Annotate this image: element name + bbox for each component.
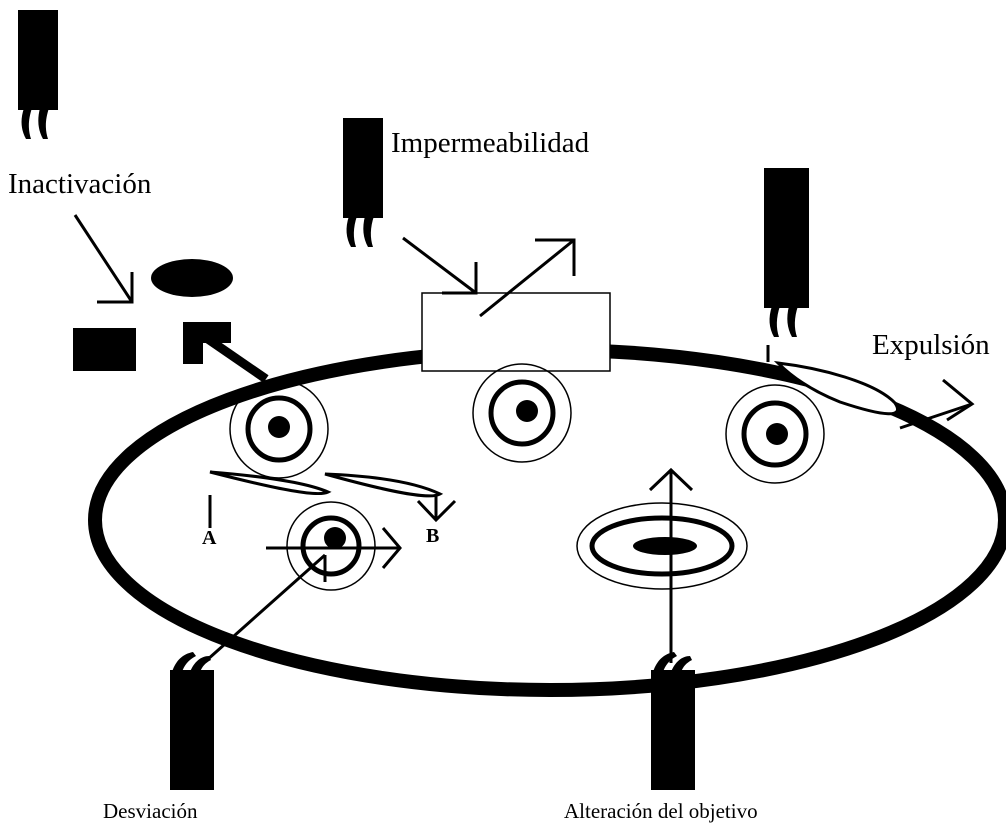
fragment-icon: [73, 328, 136, 371]
arrowhead-icon: [183, 322, 231, 364]
label-desviacion: Desviación: [103, 799, 198, 823]
enzyme-icon: [151, 259, 233, 297]
antibiotic-icon: [170, 652, 214, 790]
label-a: A: [202, 527, 217, 549]
label-alteracion: Alteración del objetivo: [564, 799, 758, 823]
label-expulsion: Expulsión: [872, 329, 990, 361]
inactivation-mechanism: [73, 215, 266, 379]
antibiotic-icon: [18, 10, 58, 139]
antibiotic-icon: [343, 118, 383, 247]
antibiotic-icon: [764, 168, 809, 337]
label-b: B: [426, 525, 439, 547]
antibiotic-icon: [651, 652, 695, 790]
label-impermeabilidad: Impermeabilidad: [391, 127, 590, 159]
label-inactivacion: Inactivación: [8, 168, 152, 200]
porin-channel-icon: [422, 293, 610, 371]
